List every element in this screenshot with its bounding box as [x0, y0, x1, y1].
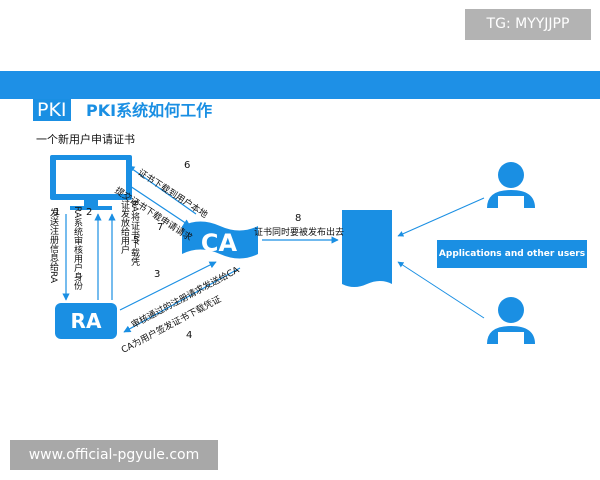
diagram-subtitle: 一个新用户申请证书 [36, 133, 135, 146]
top-banner [0, 71, 600, 99]
step-5-text: RA将证书下载凭证发放给用户 [119, 200, 139, 267]
step-2-number: 2 [86, 207, 93, 218]
step-1-text: 发送注册信息给RA [48, 208, 58, 284]
watermark: www.official-pgyule.com [10, 440, 218, 470]
arrow-7 [129, 185, 191, 227]
arrow-3 [119, 261, 217, 311]
step-8-number: 8 [295, 213, 302, 224]
tg-badge: TG: MYYJJPP [465, 9, 591, 40]
arrow-user-bottom [397, 261, 485, 319]
ca-node-label: CA [200, 229, 238, 257]
arrow-4 [123, 267, 241, 333]
computer-monitor-icon [50, 155, 132, 210]
ca-scroll-icon [182, 221, 258, 259]
step-4-number: 4 [186, 330, 193, 341]
step-7-number: 7 [157, 222, 164, 233]
certificate-repository-icon [342, 210, 392, 287]
user-icon [487, 297, 535, 344]
page-title: PKI系统如何工作 [86, 101, 213, 120]
arrow-user-top [397, 197, 485, 237]
step-6-number: 6 [184, 160, 191, 171]
user-icon [487, 162, 535, 208]
step-2-text: RA系统审核用户身份 [72, 206, 82, 291]
step-3-number: 3 [154, 269, 161, 280]
arrow-6 [127, 165, 197, 215]
ra-node: RA [55, 303, 117, 339]
step-5-number: 5 [133, 235, 140, 246]
pki-logo: PKI [33, 99, 71, 121]
applications-box: Applications and other users [437, 240, 587, 268]
step-8-text: 证书同时要被发布出去 [254, 228, 345, 238]
step-1-number: 1 [54, 207, 61, 218]
